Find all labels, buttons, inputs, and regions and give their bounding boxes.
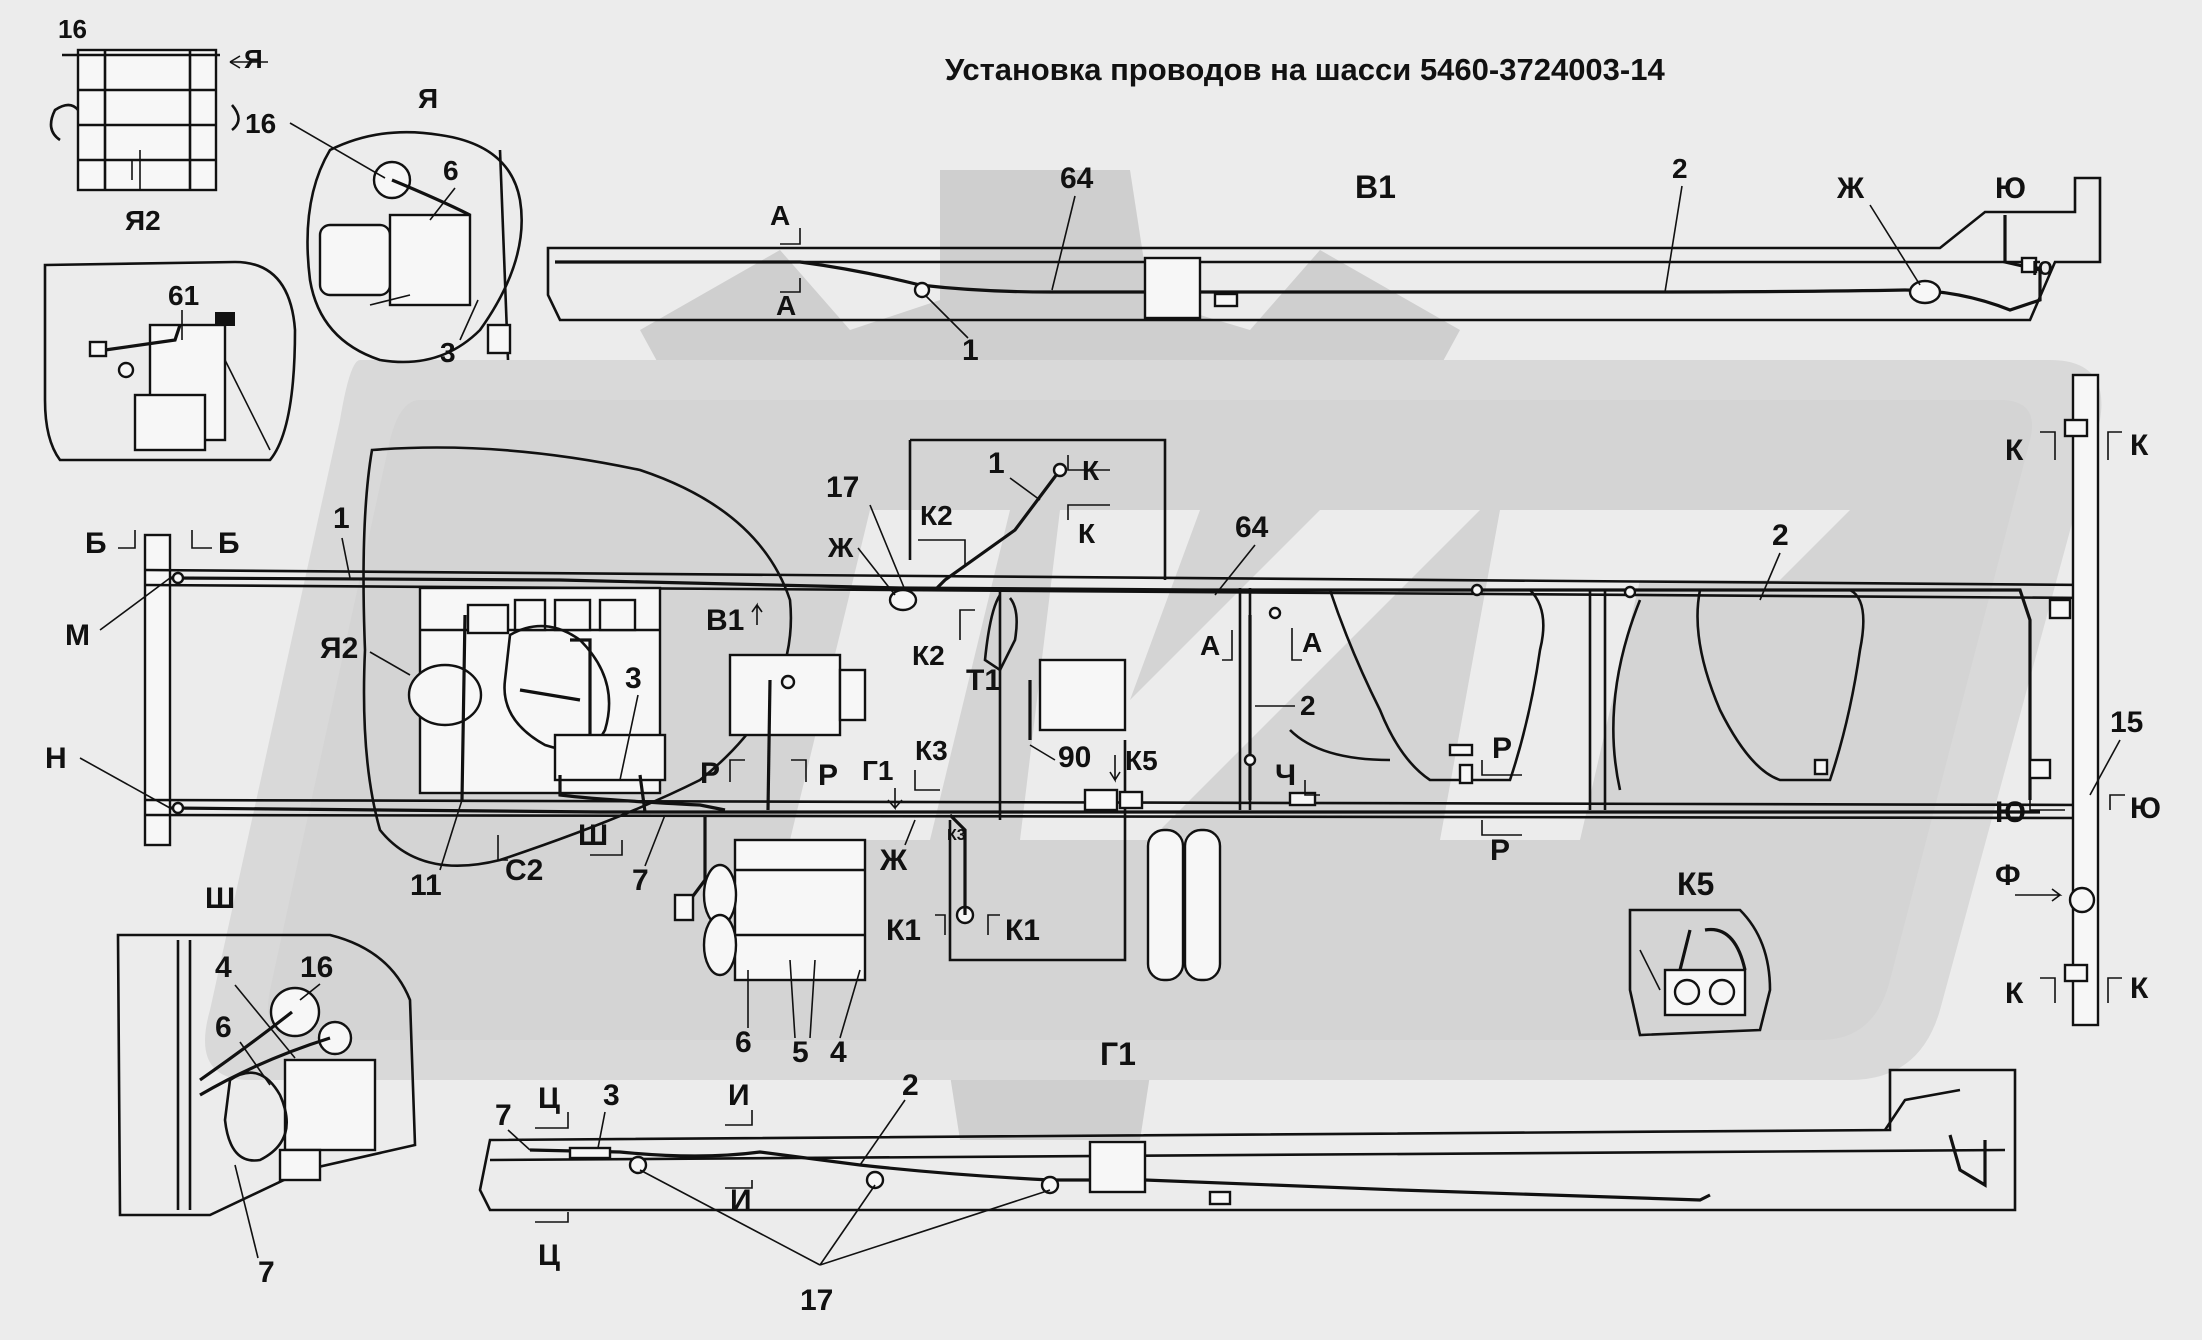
main-callout-3: 3	[625, 662, 642, 695]
main-section-k2-bottom: К2	[912, 640, 945, 671]
g1-section-ts-bottom: Ц	[538, 1239, 560, 1272]
k5-view-title: К5	[1677, 866, 1714, 902]
main-callout-4: 4	[830, 1036, 847, 1069]
right-view-f: Ф	[1995, 859, 2021, 892]
right-section-k-bottom-left: К	[2005, 977, 2024, 1010]
sh-callout-4: 4	[215, 951, 232, 984]
right-section-yu-right: Ю	[2130, 792, 2161, 825]
view-g1: Г1 7 Ц 3 И 2 И Ц 17	[478, 1036, 2017, 1317]
main-callout-6: 6	[735, 1026, 752, 1059]
main-callout-64: 64	[1235, 511, 1269, 544]
main-section-r-right: Р	[818, 759, 838, 792]
main-view-k5: К5	[1125, 745, 1158, 776]
sh-view-title: Ш	[205, 882, 235, 915]
inset-61: 61	[43, 260, 297, 462]
v1-callout-zh: Ж	[1836, 172, 1865, 205]
main-section-a-left: А	[1200, 630, 1220, 661]
right-section-k-top-right: К	[2130, 429, 2149, 462]
ya-callout-3: 3	[440, 337, 456, 368]
main-callout-2b: 2	[1772, 519, 1789, 552]
main-view-g1: Г1	[862, 755, 893, 786]
g1-view-title: Г1	[1100, 1036, 1136, 1072]
main-callout-17: 17	[826, 471, 859, 504]
main-callout-1: 1	[333, 502, 350, 535]
main-section-c2: С2	[505, 854, 543, 887]
g1-callout-2: 2	[902, 1069, 919, 1102]
g1-callout-7: 7	[495, 1099, 512, 1132]
main-view-v1: В1	[706, 604, 744, 637]
main-section-k2-top: К2	[920, 500, 953, 531]
g1-callout-17: 17	[800, 1284, 833, 1317]
inset-k5: К5	[1628, 866, 1772, 1037]
right-section-yu-left: Ю	[1995, 796, 2026, 829]
main-section-b-right: Б	[218, 527, 240, 560]
main-callout-7: 7	[632, 864, 649, 897]
v1-callout-yu-small: Ю	[2032, 258, 2053, 280]
v1-callout-yu: Ю	[1995, 172, 2026, 205]
g1-callout-3: 3	[603, 1079, 620, 1112]
ya2-caption: Я2	[125, 205, 161, 236]
ya-callout-6: 6	[443, 155, 459, 186]
v1-callout-2: 2	[1672, 153, 1688, 184]
main-section-k1-left: К1	[886, 914, 921, 947]
main-callout-n: Н	[45, 742, 67, 775]
main-section-ch: Ч	[1275, 759, 1296, 792]
main-callout-90: 90	[1058, 741, 1091, 774]
right-section-k-top-left: К	[2005, 434, 2024, 467]
main-section-k3: К3	[915, 735, 948, 766]
main-section-r-left: Р	[700, 757, 720, 790]
inset-61-label: 61	[168, 280, 199, 311]
inset-ya2: 16 Я Я2	[49, 14, 268, 236]
main-callout-11: 11	[410, 869, 442, 902]
main-section-k1-right: К1	[1005, 914, 1040, 947]
ya-callout-16: 16	[245, 108, 276, 139]
g1-section-i-top: И	[728, 1079, 750, 1112]
main-label-t1: Т1	[966, 664, 1001, 697]
main-section-r2-top: Р	[1492, 732, 1512, 765]
main-callout-m: М	[65, 619, 90, 652]
main-callout-zh2: Ж	[879, 844, 908, 877]
right-callout-15: 15	[2110, 706, 2143, 739]
main-label-k3-small: К3	[947, 827, 966, 844]
sh-callout-6: 6	[215, 1011, 232, 1044]
ya2-callout-16: 16	[58, 14, 87, 44]
ya2-arrow-label: Я	[244, 44, 263, 74]
main-section-a-right: А	[1302, 627, 1322, 658]
sh-callout-16: 16	[300, 951, 333, 984]
view-v1: А А 64 В1 1 2 Ж Ю Ю	[546, 153, 2102, 367]
diagram-title: Установка проводов на шасси 5460-3724003…	[945, 52, 1665, 87]
v1-view-title: В1	[1355, 169, 1396, 205]
main-callout-1b: 1	[988, 447, 1005, 480]
ya-title: Я	[418, 83, 438, 114]
inset-sh: Ш 4 16 6 7	[116, 882, 417, 1289]
main-section-b-left: Б	[85, 527, 107, 560]
inset-ya: 16 Я 6 3	[245, 83, 523, 368]
v1-callout-64: 64	[1060, 162, 1094, 195]
g1-section-ts-top: Ц	[538, 1082, 560, 1115]
main-section-sh: Ш	[578, 819, 608, 852]
right-section-k-bottom-right: К	[2130, 972, 2149, 1005]
v1-section-a-bottom: А	[776, 290, 796, 321]
v1-section-a-top: А	[770, 200, 790, 231]
main-section-k-bottom: К	[1078, 518, 1096, 549]
main-callout-zh: Ж	[827, 532, 854, 563]
chassis-plan: Б Б 1 М Н Я2 3 В1 17 Ж К2 К2 1 К К 64 А …	[45, 373, 2161, 1069]
sh-callout-7: 7	[258, 1256, 275, 1289]
main-section-r2-bottom: Р	[1490, 834, 1510, 867]
main-callout-ya2: Я2	[320, 632, 358, 665]
main-callout-5: 5	[792, 1036, 809, 1069]
v1-callout-1: 1	[962, 334, 979, 367]
main-callout-2a: 2	[1300, 690, 1316, 721]
g1-section-i-bottom: И	[730, 1184, 752, 1217]
